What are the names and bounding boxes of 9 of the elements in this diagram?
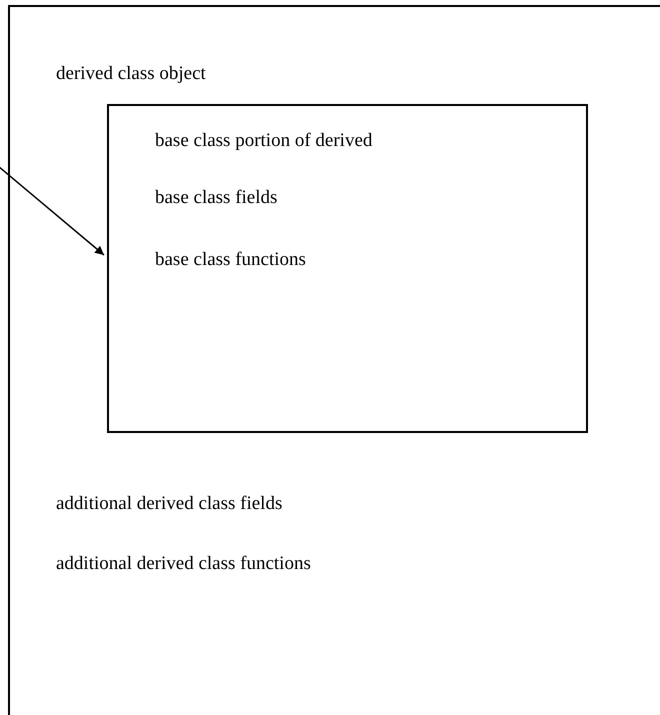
box-text: derived class object: [56, 63, 206, 85]
inner-class-box: [107, 104, 588, 433]
outer-class-box: [8, 5, 660, 715]
box-text: additional derived class functions: [56, 553, 311, 575]
box-text: base class fields: [155, 187, 278, 209]
box-text: additional derived class fields: [56, 493, 282, 515]
arrow: [0, 165, 104, 256]
box-text: base class portion of derived: [155, 130, 372, 152]
box-text: base class functions: [155, 249, 306, 271]
